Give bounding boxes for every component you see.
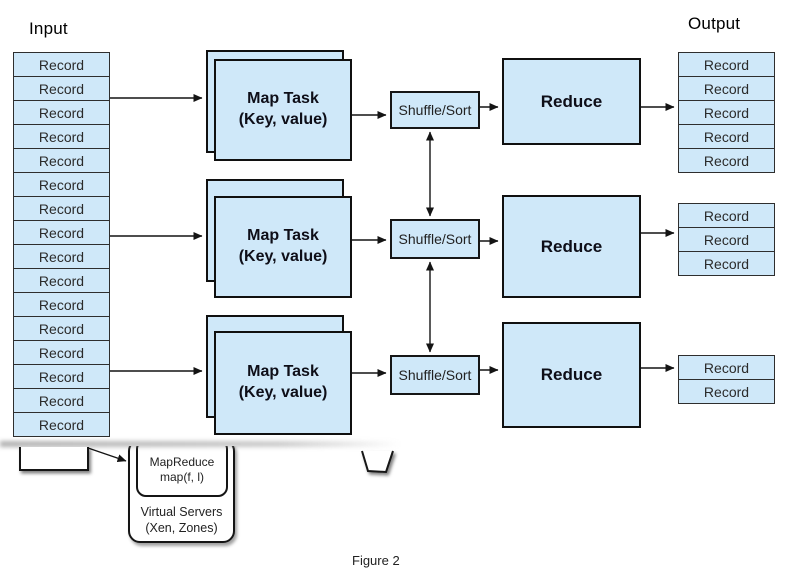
map-task-label-line1: Map Task xyxy=(247,227,319,245)
input-record-cell: Record xyxy=(13,52,110,77)
map-task-1-front-box: Map Task (Key, value) xyxy=(214,59,352,161)
input-heading: Input xyxy=(29,19,68,38)
map-task-label-line2: (Key, value) xyxy=(238,248,328,265)
output-record-cell: Record xyxy=(678,124,775,149)
map-to-shuffle-arrows xyxy=(352,111,387,377)
runtime-arrow xyxy=(87,447,127,463)
input-record-cell: Record xyxy=(13,244,110,269)
map-task-1: Map Task (Key, value) xyxy=(206,50,354,172)
output-record-cell: Record xyxy=(678,203,775,228)
shuffle-sort-3: Shuffle/Sort xyxy=(390,355,480,395)
output-record-cell: Record xyxy=(678,227,775,252)
output-record-cell: Record xyxy=(678,76,775,101)
input-record-cell: Record xyxy=(13,124,110,149)
shuffle-sort-1: Shuffle/Sort xyxy=(390,91,480,129)
map-task-label-line1: Map Task xyxy=(247,363,319,381)
reduce-1: Reduce xyxy=(502,58,641,145)
mapreduce-runtime-line1: MapReduce xyxy=(149,454,215,469)
output-record-cell: Record xyxy=(678,379,775,404)
input-record-cell: Record xyxy=(13,148,110,173)
output-record-cell: Record xyxy=(678,100,775,125)
input-record-cell: Record xyxy=(13,316,110,341)
virtual-servers-line2: (Xen, Zones) xyxy=(145,520,218,535)
reduce-2: Reduce xyxy=(502,195,641,298)
reduce-to-output-arrows xyxy=(641,103,675,372)
input-record-cell: Record xyxy=(13,340,110,365)
input-record-cell: Record xyxy=(13,268,110,293)
output-record-cell: Record xyxy=(678,251,775,276)
input-record-cell: Record xyxy=(13,412,110,437)
output-record-cell: Record xyxy=(678,52,775,77)
input-to-map-arrows xyxy=(110,94,203,375)
input-record-cell: Record xyxy=(13,388,110,413)
output-heading: Output xyxy=(688,14,741,33)
virtual-servers-line1: Virtual Servers xyxy=(140,505,223,519)
cropped-box-shape xyxy=(19,447,89,471)
mapreduce-runtime-box: MapReduce map(f, l) xyxy=(136,439,228,497)
input-record-cell: Record xyxy=(13,364,110,389)
output-record-cell: Record xyxy=(678,355,775,380)
input-record-cell: Record xyxy=(13,172,110,197)
mapreduce-runtime-line2: map(f, l) xyxy=(159,470,204,485)
virtual-servers-label: Virtual Servers (Xen, Zones) xyxy=(128,505,235,536)
map-task-2-front-box: Map Task (Key, value) xyxy=(214,196,352,298)
map-task-label-line2: (Key, value) xyxy=(238,384,328,401)
output-record-cell: Record xyxy=(678,148,775,173)
cropped-funnel-shape xyxy=(361,450,394,474)
shuffle-sort-2: Shuffle/Sort xyxy=(390,219,480,259)
map-task-label-line1: Map Task xyxy=(247,90,319,108)
input-record-cell: Record xyxy=(13,220,110,245)
shuffle-to-reduce-arrows xyxy=(479,103,499,374)
map-task-2: Map Task (Key, value) xyxy=(206,179,354,301)
crop-shadow-band xyxy=(0,441,400,447)
input-record-cell: Record xyxy=(13,292,110,317)
input-record-cell: Record xyxy=(13,196,110,221)
input-record-cell: Record xyxy=(13,100,110,125)
map-task-label-line2: (Key, value) xyxy=(238,111,328,128)
map-task-3-front-box: Map Task (Key, value) xyxy=(214,331,352,435)
figure-caption: Figure 2 xyxy=(352,553,400,568)
map-task-3: Map Task (Key, value) xyxy=(206,315,354,437)
reduce-3: Reduce xyxy=(502,322,641,428)
input-record-cell: Record xyxy=(13,76,110,101)
